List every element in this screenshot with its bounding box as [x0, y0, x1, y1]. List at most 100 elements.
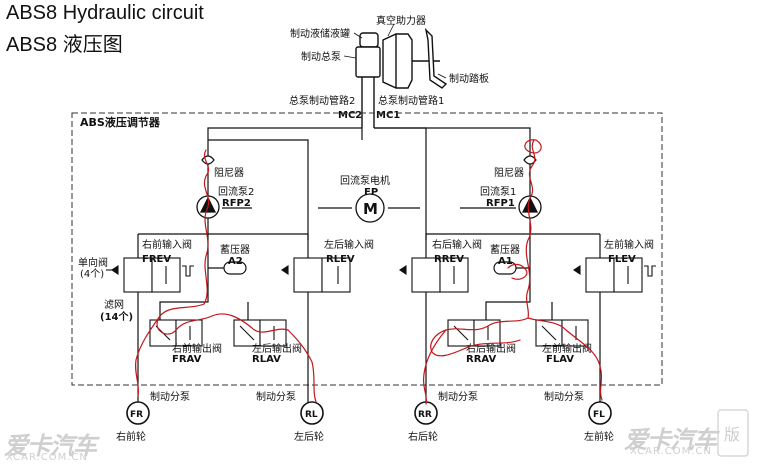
watermark-seal-glyph: 版 — [724, 425, 740, 444]
brake-pedal — [424, 27, 448, 89]
check-valve-label: 单向阀 — [78, 256, 108, 269]
fr-tag: FR — [130, 410, 143, 420]
rr-tag: RR — [418, 410, 432, 420]
trace-right-pump — [525, 139, 536, 319]
vacuum-booster — [382, 33, 413, 89]
trace-right-scribble — [524, 139, 542, 154]
rlev-label-cn: 左后输入阀 — [324, 238, 374, 251]
filter-count: (14个) — [100, 310, 133, 323]
cyl-label-fl: 制动分泵 — [544, 390, 584, 403]
motor-fp: FP — [364, 187, 378, 198]
rfp2-label: RFP2 — [222, 198, 251, 209]
brake-booster-assembly — [343, 23, 448, 128]
wheel-label-fr: 右前轮 — [116, 430, 146, 443]
acc-tag-a2: A2 — [228, 256, 243, 267]
watermark-site-right: XCAR.COM.CN — [630, 446, 712, 457]
acc-tag-a1: A1 — [498, 256, 513, 267]
acc-label-a2: 蓄压器 — [220, 244, 250, 256]
pump-motor — [355, 193, 385, 223]
trace-left-pump — [203, 149, 210, 305]
flav-label: FLAV — [546, 354, 574, 365]
inlet-valve-rlev — [281, 257, 351, 293]
fluid-reservoir — [359, 32, 379, 48]
rl-tag: RL — [305, 410, 318, 420]
outlet-valve-flav — [535, 319, 589, 347]
watermark-site-left: XCAR.COM.CN — [6, 452, 88, 463]
frev-label: FREV — [142, 254, 171, 265]
trace-right-rear — [422, 329, 447, 405]
damper-label-right: 阻尼器 — [494, 167, 524, 179]
mc2-tag: MC2 — [338, 110, 362, 121]
dampers — [201, 155, 537, 165]
master-cylinder — [355, 46, 381, 78]
watermark-brand-left: 爱卡汽车 — [4, 432, 97, 460]
accumulator-a2 — [223, 261, 247, 275]
reservoir-label: 制动液储液罐 — [290, 27, 350, 40]
mc2-line-label: 总泵制动管路2 — [289, 94, 355, 107]
mc1-line-label: 总泵制动管路1 — [378, 94, 444, 107]
rrav-label-cn: 右后输出阀 — [466, 342, 516, 355]
hcu-boundary — [71, 112, 663, 386]
acc-label-a1: 蓄压器 — [490, 244, 520, 256]
mc1-tag: MC1 — [376, 110, 400, 121]
master-cylinder-label: 制动总泵 — [301, 50, 341, 63]
pump1-label: 回流泵1 — [480, 185, 516, 198]
outlet-valve-frav — [149, 319, 203, 347]
wheel-cylinder-fr — [126, 401, 150, 425]
inlet-valve-rrev — [399, 257, 469, 293]
motor-m: M — [363, 200, 378, 218]
title-chinese: ABS8 液压图 — [6, 34, 123, 56]
cyl-label-rl: 制动分泵 — [256, 390, 296, 403]
inlet-valves — [106, 257, 656, 293]
accumulators — [223, 261, 517, 275]
rrev-label: RREV — [434, 254, 464, 265]
outlet-valves — [149, 319, 589, 347]
wheel-cylinder-rl — [300, 401, 324, 425]
rrav-label: RRAV — [466, 354, 496, 365]
trace-left-front — [134, 315, 161, 397]
rrev-label-cn: 右后输入阀 — [432, 238, 482, 251]
wheel-label-fl: 左前轮 — [584, 430, 614, 443]
trace-right-front — [527, 317, 603, 401]
inlet-valve-flev — [573, 257, 656, 293]
hcu-label: ABS液压调节器 — [80, 115, 161, 129]
flev-label-cn: 左前输入阀 — [604, 238, 654, 251]
check-valve-count: (4个) — [80, 268, 104, 280]
trace-right-outlet — [430, 317, 529, 357]
outlet-valve-rlav — [233, 319, 287, 347]
flev-label: FLEV — [608, 254, 636, 265]
trace-accumulator-a1 — [507, 263, 528, 280]
booster-label: 真空助力器 — [376, 14, 426, 27]
filter-label: 滤网 — [104, 298, 124, 311]
watermark-seal — [717, 409, 749, 457]
frav-label-cn: 右前输出阀 — [172, 342, 222, 355]
flow-traces — [134, 139, 603, 405]
title-english: ABS8 Hydraulic circuit — [6, 2, 204, 24]
flav-label-cn: 左前输出阀 — [542, 342, 592, 355]
damper-label-left: 阻尼器 — [214, 167, 244, 179]
trace-left-rear — [287, 329, 317, 403]
fl-tag: FL — [593, 410, 605, 420]
pedal-label: 制动踏板 — [449, 72, 489, 85]
rlav-label-cn: 左后输出阀 — [252, 342, 302, 355]
wheel-label-rr: 右后轮 — [408, 430, 438, 443]
wheel-cylinder-fl — [588, 401, 612, 425]
accumulator-a1 — [493, 261, 517, 275]
damper-right-circuit — [523, 155, 537, 165]
rlev-label: RLEV — [326, 254, 355, 265]
wheel-cylinders — [126, 401, 612, 425]
cyl-label-rr: 制动分泵 — [438, 390, 478, 403]
frev-label-cn: 右前输入阀 — [142, 238, 192, 251]
motor-label: 回流泵电机 — [340, 174, 390, 187]
pump2-label: 回流泵2 — [218, 185, 254, 198]
rlav-label: RLAV — [252, 354, 281, 365]
inlet-valve-frev — [106, 257, 194, 293]
watermark-brand-right: 爱卡汽车 — [624, 426, 717, 454]
damper-left-circuit — [201, 155, 215, 165]
trace-left-outlet — [156, 303, 289, 335]
wheel-label-rl: 左后轮 — [294, 430, 324, 443]
frav-label: FRAV — [172, 354, 202, 365]
cyl-label-fr: 制动分泵 — [150, 390, 190, 403]
rfp1-label: RFP1 — [486, 198, 515, 209]
